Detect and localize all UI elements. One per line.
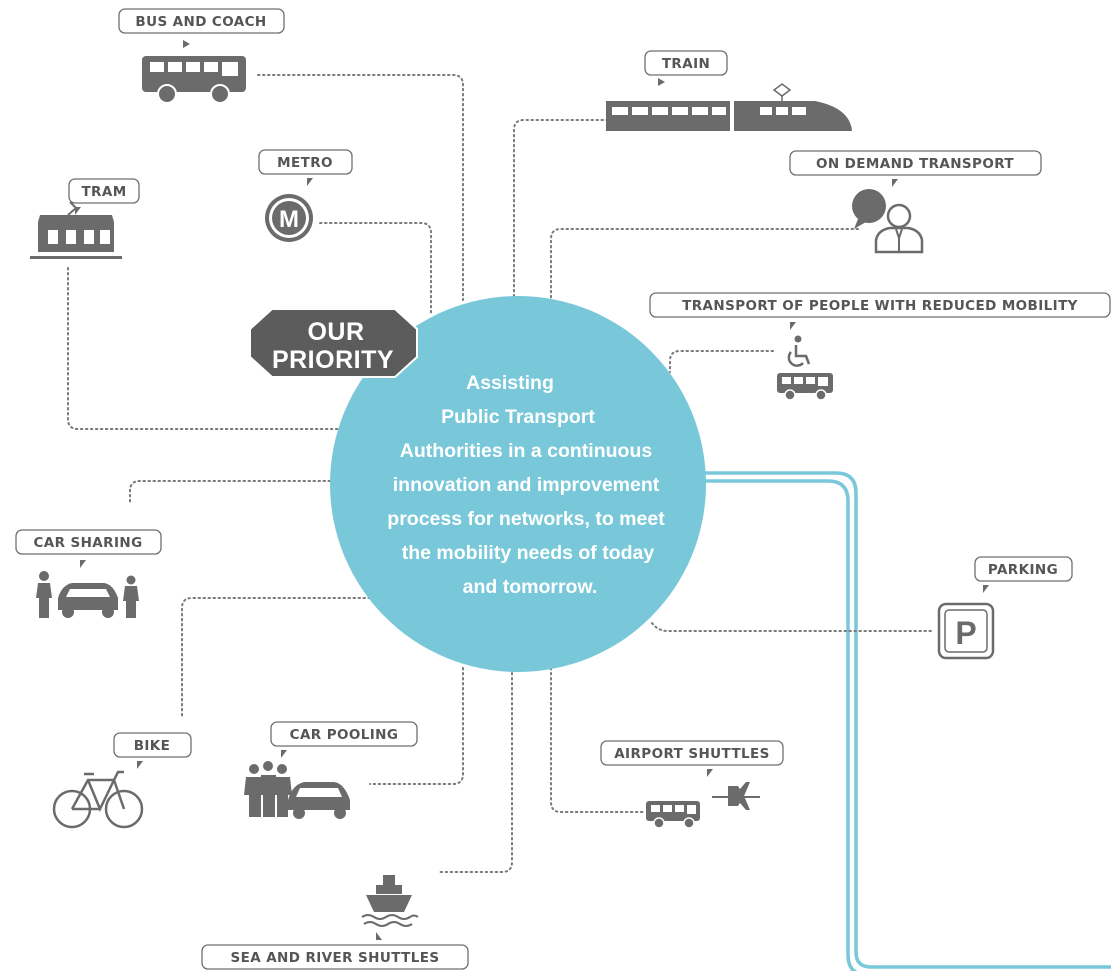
car-pooling-icon — [244, 761, 350, 819]
tram-icon — [30, 201, 122, 259]
bus-icon — [142, 56, 246, 104]
label-sea-river: SEA AND RIVER SHUTTLES — [201, 932, 469, 970]
label-car-pooling: CAR POOLING — [270, 721, 418, 758]
center-statement: Assisting Public Transport Authorities i… — [387, 372, 665, 598]
label-car-sharing: CAR SHARING — [15, 529, 162, 568]
metro-icon: M — [265, 194, 313, 242]
label-on-demand: ON DEMAND TRANSPORT — [789, 150, 1042, 187]
label-text: BIKE — [134, 738, 171, 754]
label-text: SEA AND RIVER SHUTTLES — [231, 950, 440, 966]
label-airport-shuttles: AIRPORT SHUTTLES — [600, 740, 784, 777]
label-text: ON DEMAND TRANSPORT — [816, 156, 1014, 172]
connectors — [67, 74, 933, 873]
label-metro: METRO — [258, 149, 353, 186]
person-speech-icon — [852, 189, 924, 254]
center-line: the mobility needs of today — [402, 542, 655, 564]
ship-icon — [361, 875, 419, 927]
center-circle — [330, 296, 706, 672]
car-sharing-icon — [36, 571, 139, 618]
priority-line2: PRIORITY — [272, 346, 394, 374]
label-parking: PARKING — [974, 556, 1073, 593]
center-line: innovation and improvement — [393, 474, 660, 496]
label-text: CAR SHARING — [33, 535, 142, 551]
parking-glyph: P — [955, 615, 976, 651]
priority-line1: OUR — [307, 318, 364, 346]
train-icon — [606, 83, 852, 131]
label-text: PARKING — [988, 562, 1058, 578]
label-tram: TRAM — [68, 178, 140, 215]
airport-shuttle-icon — [646, 782, 760, 829]
label-text: TRANSPORT OF PEOPLE WITH REDUCED MOBILIT… — [682, 298, 1078, 314]
label-train: TRAIN — [644, 50, 728, 86]
rail-lines — [700, 471, 1111, 971]
accessibility-bus-icon — [777, 335, 833, 401]
label-text: AIRPORT SHUTTLES — [614, 746, 770, 762]
label-bus-coach: BUS AND COACH — [118, 8, 285, 48]
label-text: CAR POOLING — [290, 727, 399, 743]
center-line: and tomorrow. — [463, 576, 598, 598]
center-line: process for networks, to meet — [387, 508, 665, 530]
priority-badge: OUR PRIORITY — [249, 308, 418, 378]
bike-icon — [52, 770, 144, 829]
center-line: Assisting — [466, 372, 554, 394]
label-text: BUS AND COACH — [135, 14, 266, 30]
label-reduced-mobility: TRANSPORT OF PEOPLE WITH REDUCED MOBILIT… — [649, 292, 1111, 330]
center-line: Public Transport — [441, 406, 595, 428]
label-text: METRO — [277, 155, 333, 171]
parking-icon: P — [937, 602, 995, 660]
metro-glyph: M — [279, 206, 299, 233]
label-text: TRAM — [81, 184, 126, 200]
label-text: TRAIN — [662, 56, 710, 72]
center-line: Authorities in a continuous — [400, 440, 653, 462]
label-bike: BIKE — [113, 732, 192, 769]
